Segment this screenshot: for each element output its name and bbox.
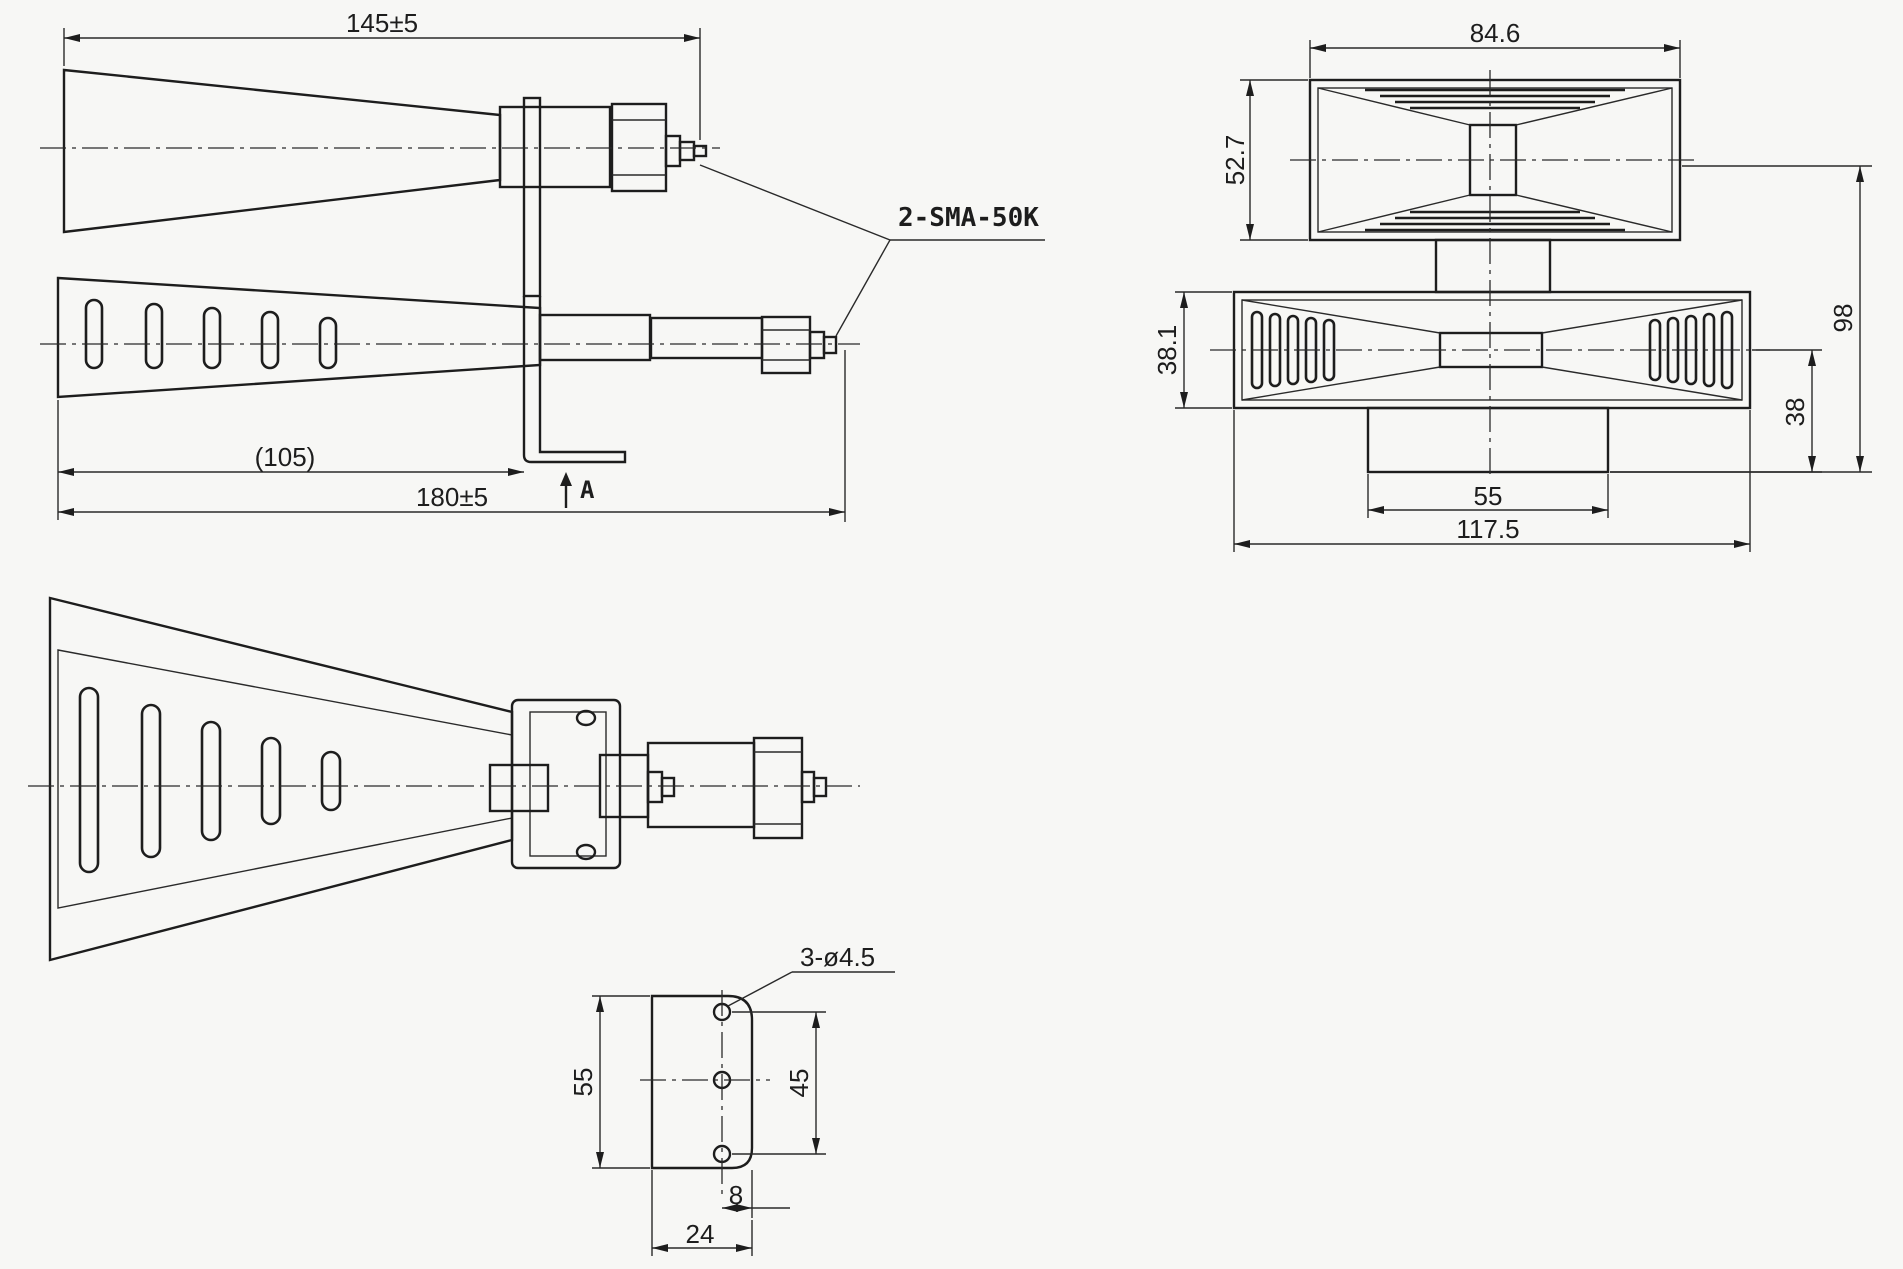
hole-note-label: 3-ø4.5 [800, 942, 875, 972]
dim-84-6: 84.6 [1309, 18, 1681, 78]
dim-38: 38 [1610, 349, 1822, 473]
dim-8-label: 8 [729, 1180, 743, 1210]
connector-note-label: 2-SMA-50K [898, 203, 1039, 233]
dim-55-base-label: 55 [1474, 481, 1503, 511]
dim-45: 45 [732, 1011, 826, 1155]
dim-24-label: 24 [686, 1219, 715, 1249]
dim-38-1-label: 38.1 [1152, 325, 1182, 376]
dim-38-1: 38.1 [1152, 291, 1232, 409]
dim-55-plate: 55 [568, 995, 650, 1169]
top-view [28, 596, 860, 962]
dim-180-label: 180±5 [416, 482, 488, 512]
dim-52-7-label: 52.7 [1220, 135, 1250, 186]
dim-117-5: 117.5 [1233, 410, 1751, 552]
dim-52-7: 52.7 [1220, 79, 1308, 241]
lower-horn-slots [84, 298, 338, 370]
dim-overall-top: 145±5 [63, 8, 701, 140]
dim-24: 24 [651, 1170, 753, 1256]
dim-145-label: 145±5 [346, 8, 418, 38]
dim-38-label: 38 [1780, 398, 1810, 427]
upper-horn [62, 68, 708, 234]
dim-55-plate-label: 55 [568, 1068, 598, 1097]
front-view: 84.6 52.7 38.1 98 [1152, 18, 1872, 552]
hole-note: 3-ø4.5 [727, 942, 895, 1007]
view-arrow-a: A [560, 472, 595, 508]
dim-bracket-offset: (105) [57, 400, 524, 480]
dim-98-label: 98 [1828, 304, 1858, 333]
mounting-bracket [522, 96, 627, 464]
dim-45-label: 45 [784, 1069, 814, 1098]
bracket-plate-view: 3-ø4.5 55 45 8 [568, 942, 895, 1256]
dim-8: 8 [722, 1170, 790, 1218]
base-block [1366, 406, 1610, 474]
dim-98: 98 [1610, 165, 1872, 473]
view-arrow-label: A [580, 476, 595, 504]
dim-55-base: 55 [1367, 474, 1609, 518]
connector-note: 2-SMA-50K [699, 164, 1045, 337]
dim-117-5-label: 117.5 [1456, 514, 1519, 544]
dim-105-label: (105) [255, 442, 316, 472]
side-view: 145±5 2-SMA-50K (105) A [40, 8, 1045, 522]
neck [1434, 238, 1552, 294]
lower-horn [56, 276, 838, 399]
dim-84-6-label: 84.6 [1470, 18, 1521, 48]
dim-overall-bottom: 180±5 [57, 350, 846, 522]
